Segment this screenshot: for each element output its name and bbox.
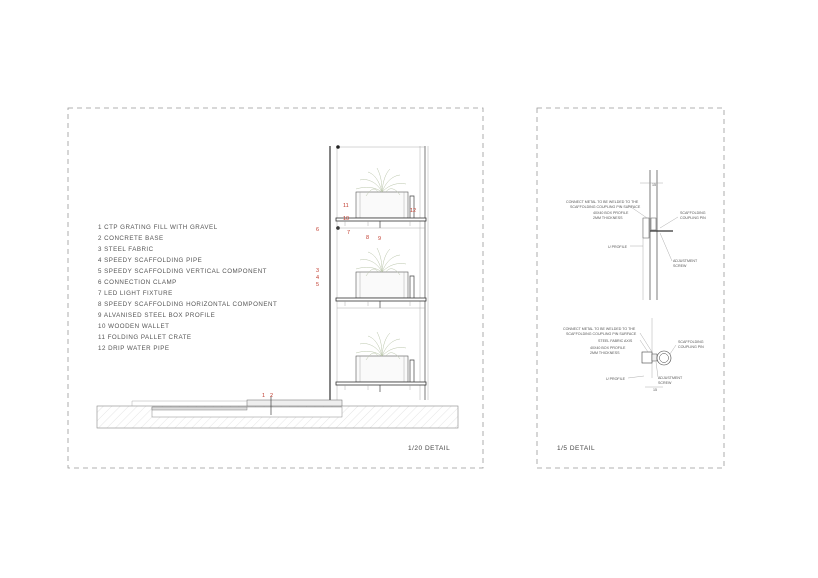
legend-item: 5 SPEEDY SCAFFOLDING VERTICAL COMPONENT <box>98 268 267 275</box>
annotation-label: SCAFFOLDING <box>680 211 706 215</box>
left-scale-caption: 1/20 DETAIL <box>408 445 450 452</box>
right-detail-frame <box>536 107 725 469</box>
annotation-label: SCREW <box>658 381 672 385</box>
legend-item: 7 LED LIGHT FIXTURE <box>98 290 173 297</box>
annotation-label: 15 <box>652 183 656 187</box>
annotation-label: 9 <box>378 236 381 242</box>
legend-item: 1 CTP GRATING FILL WITH GRAVEL <box>98 224 218 231</box>
legend: 1 CTP GRATING FILL WITH GRAVEL 2 CONCRET… <box>98 224 277 352</box>
annotation-label: U PROFILE <box>606 377 626 381</box>
annotation-label: 7 <box>347 230 350 236</box>
annotation-label: 8 <box>366 235 369 241</box>
right-scale-caption: 1/5 DETAIL <box>557 445 595 452</box>
annotation-label: 40X40 BOX PROFILE <box>590 346 626 350</box>
legend-item: 8 SPEEDY SCAFFOLDING HORIZONTAL COMPONEN… <box>98 301 277 308</box>
annotation-label: 2MM THICKNESS <box>590 351 620 355</box>
annotation-label: 12 <box>410 208 416 214</box>
legend-item: 12 DRIP WATER PIPE <box>98 345 169 352</box>
annotation-label: 11 <box>343 203 349 209</box>
annotation-label: COUPLING PIN <box>678 345 704 349</box>
annotation-label: 2 <box>270 393 273 399</box>
annotation-label: SCREW <box>673 264 687 268</box>
coupling-detail-plan: 15 CONNECT METAL TO BE WELDED TO THE SCA… <box>563 318 704 392</box>
legend-item: 10 WOODEN WALLET <box>98 323 169 330</box>
scaffolding-tower-section <box>329 145 429 400</box>
annotation-label: STEEL FABRIC AXIS <box>598 339 633 343</box>
annotation-label: COUPLING PIN <box>680 216 706 220</box>
legend-item: 6 CONNECTION CLAMP <box>98 279 177 286</box>
coupling-detail-elevation: 15 CONNECT METAL TO BE WELDED TO THE SCA… <box>566 170 706 300</box>
legend-item: 3 STEEL FABRIC <box>98 246 154 253</box>
annotation-label: SCAFFOLDING COUPLING PIN SURFACE <box>570 205 641 209</box>
annotation-label: 6 <box>316 227 319 233</box>
callout-numbers: 11 10 12 6 7 8 9 3 4 5 1 2 <box>262 203 416 399</box>
annotation-label: ADJUSTMENT <box>658 376 683 380</box>
annotation-label: 4 <box>316 275 319 281</box>
annotation-label: 5 <box>316 282 319 288</box>
annotation-label: 40X40 BOX PROFILE <box>593 211 629 215</box>
annotation-label: SCAFFOLDING COUPLING PIN SURFACE <box>566 332 637 336</box>
annotation-label: 2MM THICKNESS <box>593 216 623 220</box>
annotation-label: 15 <box>653 388 657 392</box>
legend-item: 9 ALVANISED STEEL BOX PROFILE <box>98 312 215 319</box>
annotation-label: 10 <box>343 216 349 222</box>
annotation-label: ADJUSTMENT <box>673 259 698 263</box>
annotation-label: CONNECT METAL TO BE WELDED TO THE <box>566 200 639 204</box>
legend-item: 11 FOLDING PALLET CRATE <box>98 334 192 341</box>
legend-item: 2 CONCRETE BASE <box>98 235 164 242</box>
ground-slab <box>96 396 459 429</box>
annotation-label: CONNECT METAL TO BE WELDED TO THE <box>563 327 636 331</box>
annotation-label: SCAFFOLDING <box>678 340 704 344</box>
left-detail-frame <box>67 107 484 469</box>
annotation-label: U PROFILE <box>608 245 628 249</box>
annotation-label: 1 <box>262 393 265 399</box>
annotation-label: 3 <box>316 268 319 274</box>
legend-item: 4 SPEEDY SCAFFOLDING PIPE <box>98 257 202 264</box>
